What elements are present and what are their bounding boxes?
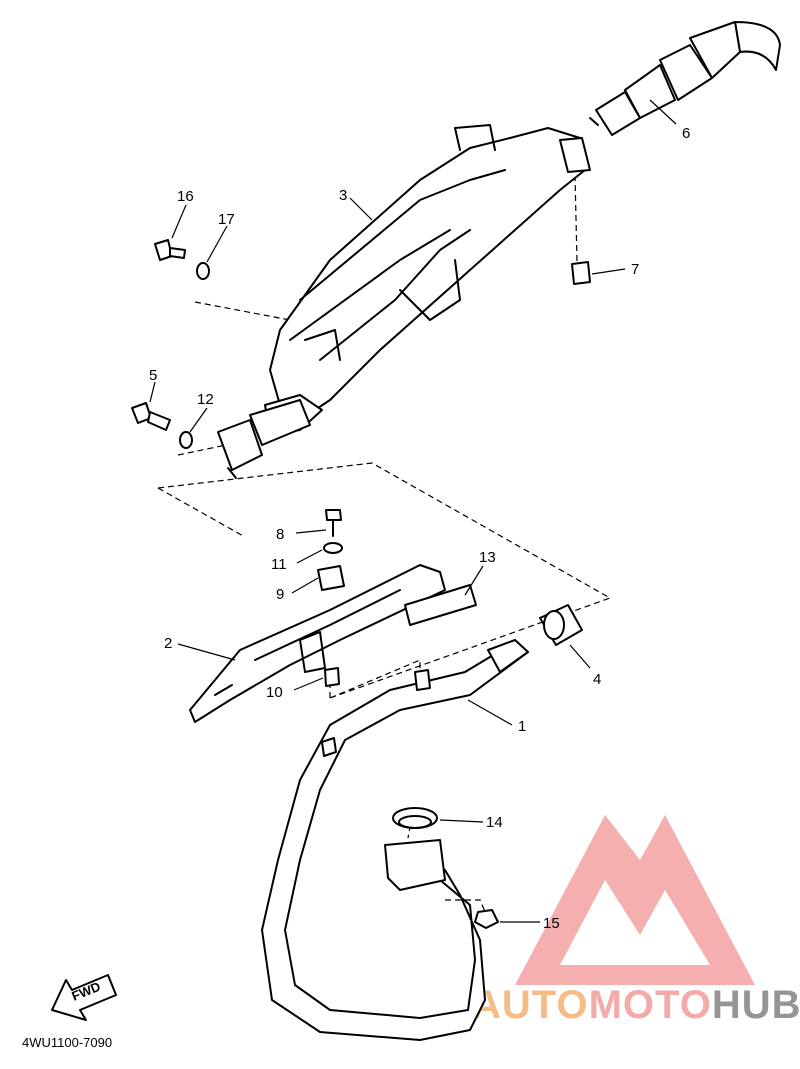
part-5-bolt bbox=[131, 402, 171, 431]
part-8-bolt bbox=[325, 509, 342, 537]
part-17-washer bbox=[196, 262, 210, 280]
part-6-tail-pipe bbox=[589, 21, 781, 136]
watermark-auto: AUTO bbox=[472, 983, 589, 1027]
part-4-gasket bbox=[539, 604, 583, 646]
part-7-bolt bbox=[571, 261, 591, 285]
callout-14: 14 bbox=[486, 814, 503, 831]
callout-16: 16 bbox=[177, 188, 194, 205]
part-code-label: 4WU1100-7090 bbox=[22, 1035, 112, 1050]
callout-13: 13 bbox=[479, 549, 496, 566]
leader-lines bbox=[149, 99, 677, 923]
callout-3: 3 bbox=[339, 187, 347, 204]
part-2-protector bbox=[189, 564, 446, 723]
part-3-muffler bbox=[264, 124, 591, 436]
callout-2: 2 bbox=[164, 635, 172, 652]
callout-7: 7 bbox=[631, 261, 639, 278]
callouts: 1 2 3 4 5 6 7 8 9 10 11 12 13 14 15 16 1… bbox=[149, 125, 690, 932]
part-16-bolt bbox=[154, 239, 186, 261]
callout-1: 1 bbox=[518, 718, 526, 735]
callout-15: 15 bbox=[543, 915, 560, 932]
fwd-arrow-icon: FWD bbox=[51, 974, 117, 1021]
part-11-washer bbox=[323, 542, 343, 554]
watermark-hub: HUB bbox=[712, 983, 800, 1027]
watermark-moto: MOTO bbox=[589, 983, 712, 1027]
part-9-damper bbox=[317, 565, 345, 591]
callout-12: 12 bbox=[197, 391, 214, 408]
muffler-inlet-pipe bbox=[217, 399, 311, 479]
part-14-gasket bbox=[392, 807, 438, 829]
callout-6: 6 bbox=[682, 125, 690, 142]
svg-text:AUTOMOTOHUB: AUTOMOTOHUB bbox=[472, 983, 800, 1027]
callout-5: 5 bbox=[149, 367, 157, 384]
callout-4: 4 bbox=[593, 671, 601, 688]
callout-17: 17 bbox=[218, 211, 235, 228]
part-13-label bbox=[404, 584, 477, 626]
part-15-nut bbox=[474, 909, 499, 929]
part-10-collar bbox=[324, 667, 340, 687]
callout-11: 11 bbox=[271, 556, 287, 573]
part-1-exhaust-pipe bbox=[261, 639, 529, 1041]
callout-10: 10 bbox=[266, 684, 283, 701]
watermark-triangle-icon bbox=[515, 815, 755, 985]
callout-9: 9 bbox=[276, 586, 284, 603]
watermark-logo: AUTOMOTOHUB bbox=[472, 815, 800, 1027]
part-12-washer bbox=[179, 431, 193, 449]
callout-8: 8 bbox=[276, 526, 284, 543]
